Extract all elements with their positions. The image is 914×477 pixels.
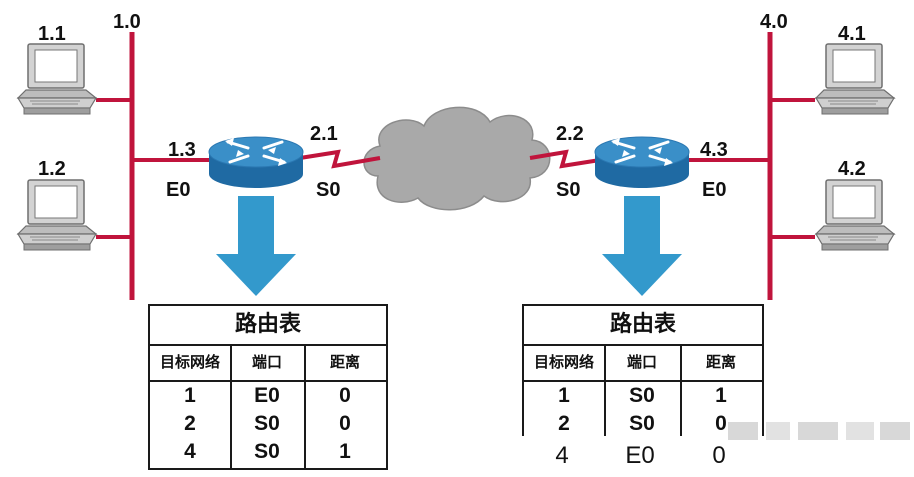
serial-link-icon (299, 149, 381, 169)
cell-distance: 0 (712, 442, 726, 469)
cell-port: S0 (629, 412, 655, 435)
table-row: 1 E0 0 (150, 382, 386, 410)
pc-1-1-label: 1.1 (38, 23, 66, 45)
cell-distance: 0 (715, 412, 727, 435)
table-row: 2 S0 0 (524, 410, 762, 438)
desktop-computer-icon (17, 179, 97, 251)
cell-destination: 1 (184, 384, 196, 407)
table-row: 4 S0 1 (150, 438, 386, 466)
right-e0-address: 4.3 (700, 139, 728, 161)
watermark-blur (722, 414, 914, 454)
header-destination: 目标网络 (533, 353, 594, 371)
left-s0-label: S0 (316, 179, 340, 201)
serial-link-icon (529, 149, 601, 169)
cell-port: S0 (254, 440, 280, 463)
cell-destination: 1 (558, 384, 570, 407)
desktop-computer-icon (17, 43, 97, 115)
desktop-computer-icon (815, 179, 895, 251)
column-divider (304, 344, 306, 468)
cell-port: S0 (254, 412, 280, 435)
column-divider (680, 344, 682, 436)
right-table-header: 目标网络 端口 距离 (524, 344, 762, 382)
header-distance: 距离 (705, 353, 736, 371)
cell-port: S0 (629, 384, 655, 407)
left-e0-label: E0 (166, 179, 190, 201)
cell-destination: 4 (184, 440, 196, 463)
header-port: 端口 (251, 353, 282, 371)
right-s0-address: 2.2 (556, 123, 584, 145)
column-divider (604, 344, 606, 436)
router-icon (593, 135, 691, 190)
cell-distance: 1 (339, 440, 351, 463)
cell-port: E0 (254, 384, 280, 407)
down-arrow-icon (216, 196, 296, 296)
table-row: 4 E0 0 (522, 440, 764, 472)
down-arrow-icon (602, 196, 682, 296)
pc-4-2-label: 4.2 (838, 158, 866, 180)
column-divider (230, 344, 232, 468)
cell-distance: 1 (715, 384, 727, 407)
cloud-icon (363, 106, 551, 211)
right-e0-label: E0 (702, 179, 726, 201)
left-network-label: 1.0 (113, 11, 141, 33)
table-row: 1 S0 1 (524, 382, 762, 410)
table-row: 2 S0 0 (150, 410, 386, 438)
header-destination: 目标网络 (159, 353, 220, 371)
header-distance: 距离 (329, 353, 360, 371)
left-e0-address: 1.3 (168, 139, 196, 161)
cell-port: E0 (625, 442, 655, 469)
cell-distance: 0 (339, 384, 351, 407)
right-s0-label: S0 (556, 179, 580, 201)
pc-4-1-label: 4.1 (838, 23, 866, 45)
left-s0-address: 2.1 (310, 123, 338, 145)
right-table-title: 路由表 (524, 306, 762, 346)
right-network-label: 4.0 (760, 11, 788, 33)
cell-destination: 2 (184, 412, 196, 435)
header-port: 端口 (626, 353, 657, 371)
left-table-title: 路由表 (150, 306, 386, 346)
cell-distance: 0 (339, 412, 351, 435)
router-icon (207, 135, 305, 190)
pc-1-2-label: 1.2 (38, 158, 66, 180)
right-routing-table: 路由表 目标网络 端口 距离 1 S0 1 2 S0 0 (522, 304, 764, 436)
cell-destination: 4 (555, 442, 569, 469)
cell-destination: 2 (558, 412, 570, 435)
desktop-computer-icon (815, 43, 895, 115)
left-routing-table: 路由表 目标网络 端口 距离 1 E0 0 2 S0 0 4 S0 1 (148, 304, 388, 470)
left-table-header: 目标网络 端口 距离 (150, 344, 386, 382)
